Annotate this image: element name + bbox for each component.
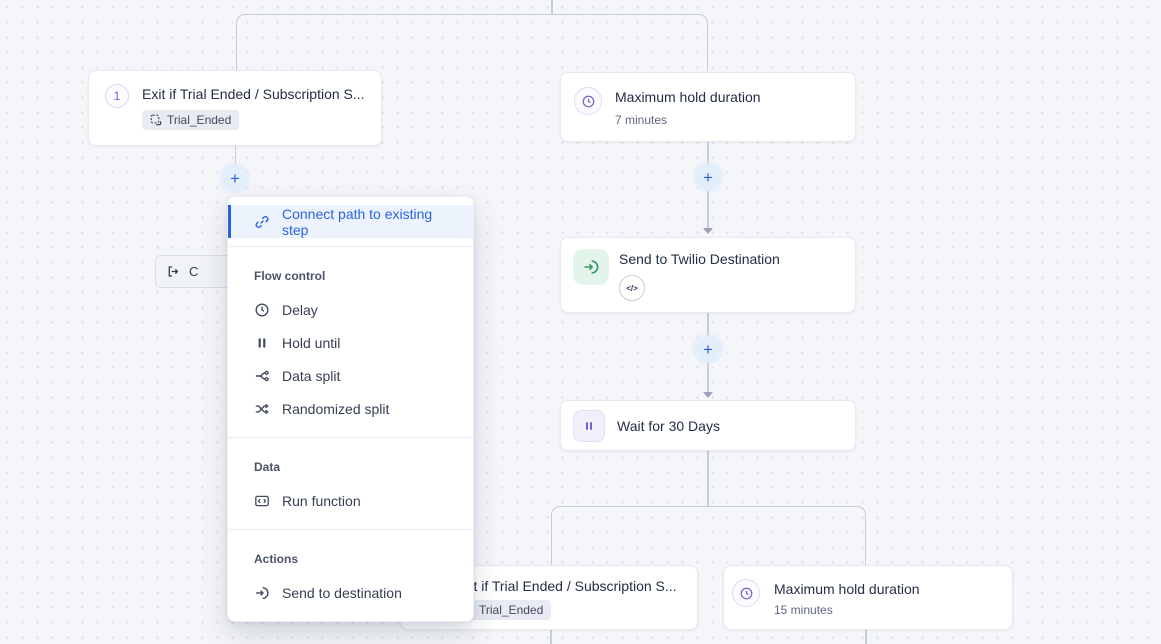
node-exit-trial-top[interactable]: 1 Exit if Trial Ended / Subscription S..… [88, 70, 382, 146]
menu-item-label: Connect path to existing step [282, 205, 433, 238]
node-max-hold-bottom[interactable]: Maximum hold duration 15 minutes [723, 565, 1013, 630]
pause-icon [573, 409, 605, 442]
exit-step-button-label: C [189, 264, 199, 279]
node-title: Maximum hold duration [615, 89, 761, 105]
shuffle-icon [255, 403, 269, 414]
connector-top-bracket [236, 14, 708, 71]
link-icon [255, 215, 269, 228]
menu-section-data: Data Run function [228, 438, 473, 529]
connector-right-3 [707, 313, 709, 337]
send-destination-icon [256, 586, 269, 599]
add-step-menu: Connect path to existing step Flow contr… [227, 196, 474, 622]
connector-bottom-bracket [551, 506, 866, 565]
add-step-button-right-2[interactable]: + [695, 336, 721, 362]
function-chip-icon: </> [619, 275, 645, 301]
arrow-into-wait-node [703, 392, 713, 398]
menu-item-send-to-destination[interactable]: Send to destination [228, 576, 473, 609]
menu-section-flow-control: Flow control Delay Hold until Data split [228, 247, 473, 437]
node-title: Send to Twilio Destination [619, 251, 780, 267]
menu-divider [228, 529, 473, 530]
menu-item-label: Hold until [282, 334, 341, 351]
menu-item-label: Randomized split [282, 400, 390, 417]
connector-left-branch [234, 146, 236, 166]
menu-item-data-split[interactable]: Data split [228, 359, 473, 392]
code-box-icon [255, 495, 269, 506]
node-title: Exit if Trial Ended / Subscription S... [142, 86, 365, 102]
menu-section-header: Actions [254, 552, 299, 566]
menu-divider [228, 246, 473, 247]
clock-icon [574, 87, 602, 115]
node-title: Exit if Trial Ended / Subscription S... [454, 578, 677, 594]
menu-item-randomized-split[interactable]: Randomized split [228, 392, 473, 425]
node-max-hold-top[interactable]: Maximum hold duration 7 minutes [560, 72, 856, 142]
node-wait-30-days[interactable]: Wait for 30 Days [560, 400, 856, 451]
menu-item-delay[interactable]: Delay [228, 293, 473, 326]
connector-right-2 [707, 190, 709, 230]
menu-item-label: Send to destination [282, 584, 402, 601]
connector-right-1 [707, 142, 709, 165]
plus-icon: + [230, 168, 240, 188]
audience-badge-label: Trial_Ended [167, 113, 232, 127]
menu-item-connect-path[interactable]: Connect path to existing step [228, 205, 473, 238]
node-title: Wait for 30 Days [617, 417, 720, 434]
menu-item-label: Data split [282, 367, 341, 384]
add-step-button-left[interactable]: + [222, 165, 248, 191]
connector-right-4 [707, 362, 709, 393]
audience-badge-label: Trial_Ended [479, 603, 544, 617]
step-number-badge: 1 [105, 84, 129, 108]
audience-badge: Trial_Ended [142, 110, 240, 130]
exit-icon [168, 266, 179, 277]
connector-bottom-right-stem [865, 630, 867, 644]
connector-right-5 [707, 451, 709, 507]
plus-icon: + [703, 167, 713, 187]
pause-icon [258, 337, 266, 348]
connector-top-stem [551, 0, 553, 14]
menu-item-hold-until[interactable]: Hold until [228, 326, 473, 359]
menu-section-header: Flow control [254, 269, 326, 283]
menu-item-run-function[interactable]: Run function [228, 484, 473, 517]
add-step-button-right-1[interactable]: + [695, 164, 721, 190]
menu-section-actions: Actions Send to destination [228, 530, 473, 609]
node-subtitle: 7 minutes [615, 113, 668, 127]
node-title: Maximum hold duration [774, 581, 920, 597]
connector-bottom-left-stem [550, 630, 552, 644]
split-icon [255, 370, 269, 381]
menu-divider [228, 437, 473, 438]
audience-icon [150, 114, 162, 126]
plus-icon: + [703, 339, 713, 359]
clock-icon [732, 579, 760, 607]
arrow-into-send-node [703, 228, 713, 234]
node-subtitle: 15 minutes [774, 603, 833, 617]
clock-icon [255, 302, 269, 317]
menu-item-label: Delay [282, 301, 318, 318]
menu-section-header: Data [254, 460, 281, 474]
menu-item-label: Run function [282, 492, 361, 509]
node-send-destination[interactable]: Send to Twilio Destination </> [560, 237, 856, 313]
send-destination-icon [573, 249, 609, 285]
